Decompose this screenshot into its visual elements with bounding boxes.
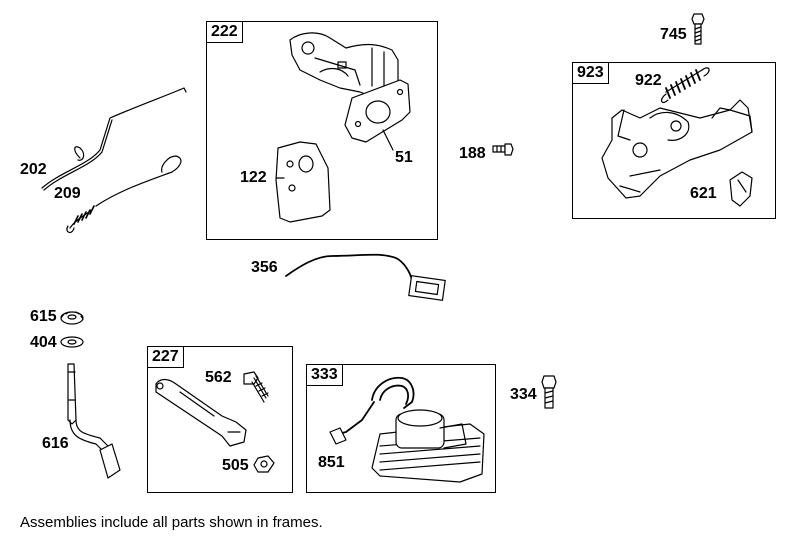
part-333-armature-drawing	[329, 376, 485, 483]
label-356: 356	[251, 259, 278, 276]
frame-label-923: 923	[572, 62, 609, 84]
label-851: 851	[318, 454, 345, 471]
part-923-control-assembly-drawing	[601, 99, 753, 207]
part-222-control-bracket-drawing	[275, 32, 411, 223]
label-51: 51	[395, 149, 413, 166]
label-209: 209	[54, 185, 81, 202]
label-505: 505	[222, 457, 249, 474]
frame-227	[147, 346, 293, 493]
part-562-bolt-drawing	[243, 371, 269, 403]
part-616-governor-shaft-drawing	[67, 363, 121, 479]
part-404-washer-drawing	[60, 336, 84, 348]
part-227-lever-drawing	[155, 378, 247, 447]
part-615-nut-drawing	[60, 311, 84, 325]
label-922: 922	[635, 72, 662, 89]
label-745: 745	[660, 26, 687, 43]
part-188-screw-drawing	[492, 143, 514, 156]
part-202-link-rod-drawing	[41, 87, 187, 191]
part-745-bolt-drawing	[691, 13, 705, 45]
frame-923	[572, 62, 776, 219]
frame-222	[206, 21, 438, 240]
label-615: 615	[30, 308, 57, 325]
part-209-spring-drawing	[66, 155, 182, 234]
part-356-ground-wire-drawing	[285, 253, 446, 301]
frame-label-222: 222	[206, 21, 243, 43]
frame-label-227: 227	[147, 346, 184, 368]
label-202: 202	[20, 161, 47, 178]
label-616: 616	[42, 435, 69, 452]
label-122: 122	[240, 169, 267, 186]
frame-333	[306, 364, 496, 493]
label-562: 562	[205, 369, 232, 386]
part-505-nut-drawing	[253, 455, 275, 473]
label-621: 621	[690, 185, 717, 202]
footnote: Assemblies include all parts shown in fr…	[20, 514, 323, 531]
label-404: 404	[30, 334, 57, 351]
label-188: 188	[459, 145, 486, 162]
label-334: 334	[510, 386, 537, 403]
part-922-spring-drawing	[660, 67, 710, 104]
part-334-bolt-drawing	[541, 375, 557, 409]
frame-label-333: 333	[306, 364, 343, 386]
